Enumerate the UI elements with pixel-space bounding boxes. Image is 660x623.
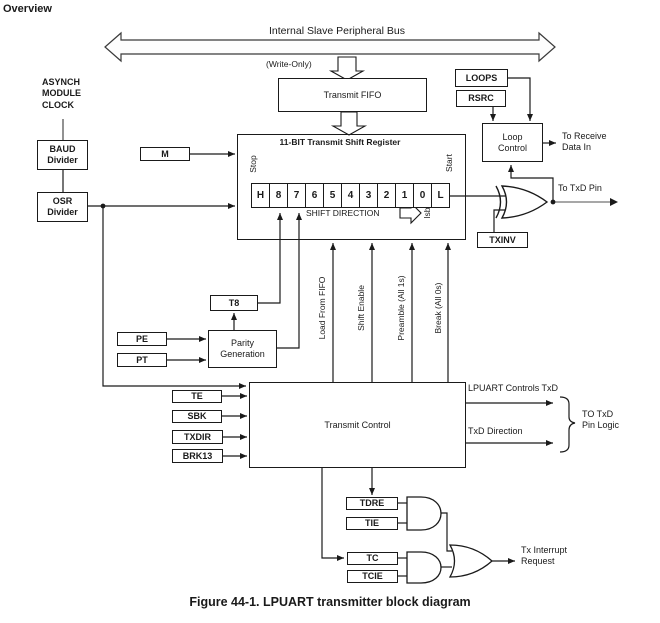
- txd-direction-label: TxD Direction: [468, 426, 523, 436]
- rsrc-box: RSRC: [456, 90, 506, 107]
- asynch-module-clock-label: ASYNCH MODULE CLOCK: [42, 77, 81, 110]
- xor-gate: [500, 185, 549, 219]
- bit-cell: 3: [359, 184, 377, 207]
- and-gate-tdre: [406, 496, 442, 531]
- peripheral-bus-arrow: [104, 31, 556, 63]
- and1-to-or-line: [440, 512, 452, 552]
- preamble-label: Preamble (All 1s): [396, 275, 406, 341]
- bit-cell: 4: [341, 184, 359, 207]
- xor-gate-rear-arc: [495, 185, 502, 219]
- transmit-fifo-box: Transmit FIFO: [278, 78, 427, 112]
- shift-enable-label: Shift Enable: [356, 285, 366, 331]
- tc-box: TC: [347, 552, 398, 565]
- sbk-box: SBK: [172, 410, 222, 423]
- write-only-label: (Write-Only): [266, 59, 312, 69]
- xor-output-dot: [550, 199, 556, 205]
- control-to-tc-line: [321, 468, 344, 561]
- shift-register-box: [237, 134, 466, 240]
- shift-register-title: 11-BIT Transmit Shift Register: [279, 137, 401, 147]
- txinv-box: TXINV: [477, 232, 528, 248]
- osr-junction-dot: [100, 203, 106, 209]
- parity-to-bit7-line: [277, 213, 302, 349]
- parity-generation-box: Parity Generation: [208, 330, 277, 368]
- xor-to-loop-feedback-line: [508, 165, 554, 202]
- loop-control-box: Loop Control: [482, 123, 543, 162]
- start-label: Start: [444, 154, 454, 172]
- bus-to-fifo-arrow: [328, 56, 366, 81]
- shift-direction-label: SHIFT DIRECTION: [306, 208, 380, 218]
- m-box: M: [140, 147, 190, 161]
- bit-cell: 1: [395, 184, 413, 207]
- bit-cell: 7: [287, 184, 305, 207]
- bit-cell: 5: [323, 184, 341, 207]
- lpuart-controls-txd-label: LPUART Controls TxD: [468, 383, 559, 393]
- tx-interrupt-request-label: Tx Interrupt Request: [521, 545, 568, 567]
- bit-cell: L: [431, 184, 449, 207]
- bit-cell: 2: [377, 184, 395, 207]
- break-label: Break (All 0s): [433, 282, 443, 334]
- or-gate: [448, 544, 493, 578]
- txd-pin-arrowhead: [610, 198, 618, 206]
- txdir-box: TXDIR: [172, 430, 223, 444]
- osr-to-control-line: [102, 206, 246, 389]
- brk13-box: BRK13: [172, 449, 223, 463]
- page-heading: Overview: [3, 3, 52, 15]
- pin-logic-brace: [559, 396, 576, 453]
- stop-label: Stop: [248, 155, 258, 173]
- bit-cell: 8: [269, 184, 287, 207]
- to-receive-data-in-label: To Receive Data In: [562, 131, 607, 153]
- connector-lines: [62, 77, 556, 577]
- bus-title: Internal Slave Peripheral Bus: [269, 25, 405, 37]
- bit-cell: 6: [305, 184, 323, 207]
- to-txd-pin-logic-label: TO TxD Pin Logic: [582, 409, 620, 431]
- loops-box: LOOPS: [455, 69, 508, 87]
- and-gate-tc: [406, 551, 442, 584]
- fifo-to-register-arrow: [330, 111, 368, 136]
- load-from-fifo-label: Load From FIFO: [317, 276, 327, 340]
- tie-box: TIE: [346, 517, 398, 530]
- tcie-box: TCIE: [347, 570, 398, 583]
- baud-divider-box: BAUD Divider: [37, 140, 88, 170]
- pe-box: PE: [117, 332, 167, 346]
- transmit-control-box: Transmit Control: [249, 382, 466, 468]
- tdre-box: TDRE: [346, 497, 398, 510]
- txinv-to-xor-line: [493, 209, 508, 232]
- t8-box: T8: [210, 295, 258, 311]
- te-box: TE: [172, 390, 222, 403]
- osr-divider-box: OSR Divider: [37, 192, 88, 222]
- lsb-label: lsb: [422, 207, 432, 219]
- to-txd-pin-label: To TxD Pin: [558, 183, 602, 193]
- loops-to-loopctl-line: [508, 77, 533, 121]
- t8-to-bit8-line: [258, 213, 283, 304]
- bit-row: H 8 7 6 5 4 3 2 1 0 L: [251, 183, 450, 208]
- pt-box: PT: [117, 353, 167, 367]
- bit-cell: 0: [413, 184, 431, 207]
- figure-caption: Figure 44-1. LPUART transmitter block di…: [189, 595, 471, 609]
- bit-cell: H: [256, 190, 265, 201]
